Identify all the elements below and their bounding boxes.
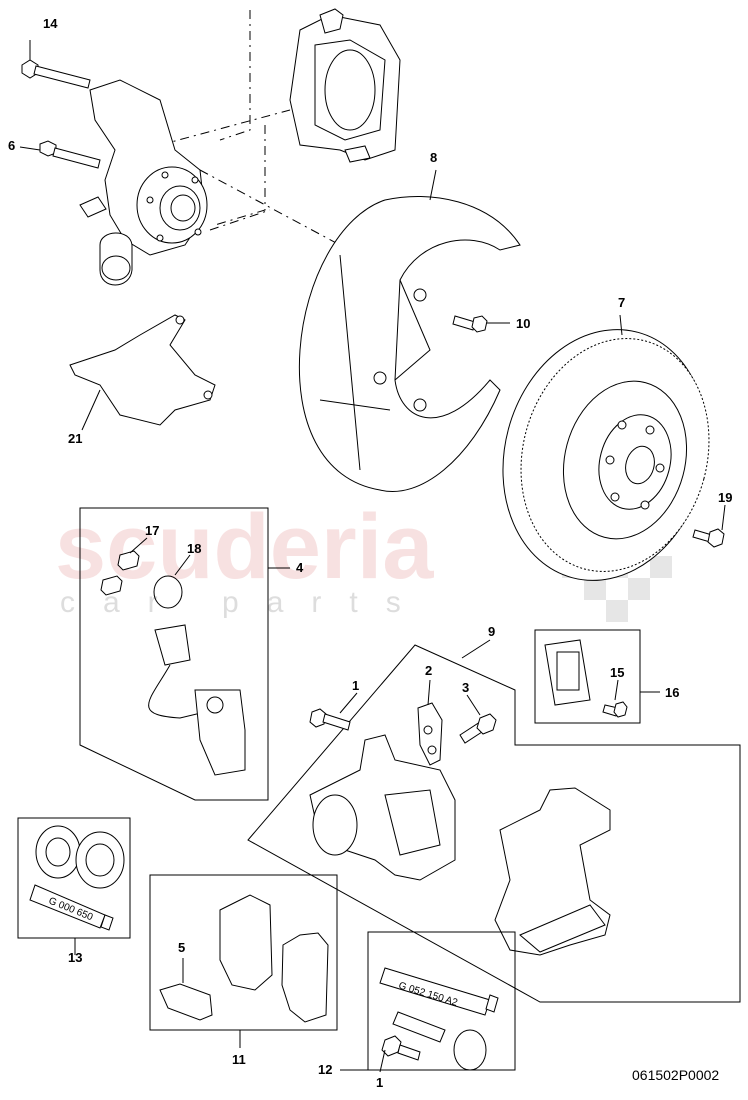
box-11 [149,874,338,1048]
callout-18: 18 [187,541,201,556]
callout-8: 8 [430,150,437,165]
callout-6: 6 [8,138,15,153]
box-9 [247,639,741,1003]
wheel-bearing-housing [79,79,208,286]
brake-disc-7 [502,314,710,581]
callout-1-upper: 1 [352,678,359,693]
box-12: G 052 150 A2 [340,931,516,1073]
callout-2: 2 [425,663,432,678]
callout-12: 12 [318,1062,332,1077]
callout-7: 7 [618,295,625,310]
assembly-lines [159,10,341,246]
callout-11: 11 [232,1052,246,1067]
callout-4: 4 [296,560,304,575]
bolt-14 [21,40,91,89]
callout-9: 9 [488,624,495,639]
callout-16: 16 [665,685,679,700]
bolt-1-upper [309,692,358,731]
box-16 [534,629,660,724]
brake-shield-8 [298,195,521,492]
callout-5: 5 [178,940,185,955]
callout-1-lower: 1 [376,1075,383,1090]
callout-3: 3 [462,680,469,695]
bolt-10 [452,315,510,333]
callout-13: 13 [68,950,82,965]
box-4 [79,507,290,801]
leader-8 [429,169,437,201]
bolt-19 [692,504,726,548]
callout-17: 17 [145,523,159,538]
callout-15: 15 [610,665,624,680]
bracket-21 [69,314,216,431]
bolt-6 [19,140,101,169]
callout-14: 14 [43,16,58,31]
callout-21: 21 [68,431,82,446]
brake-carrier-top [289,8,401,163]
callouts: 14 6 8 10 7 21 19 17 18 4 9 2 3 1 15 16 … [8,16,732,1090]
bleed-screw-3 [459,694,497,744]
bleed-cap-2 [417,679,443,766]
callout-10: 10 [516,316,530,331]
diagram-code: 061502P0002 [632,1067,719,1083]
box-13: G 000 650 [17,817,131,955]
callout-19: 19 [718,490,732,505]
